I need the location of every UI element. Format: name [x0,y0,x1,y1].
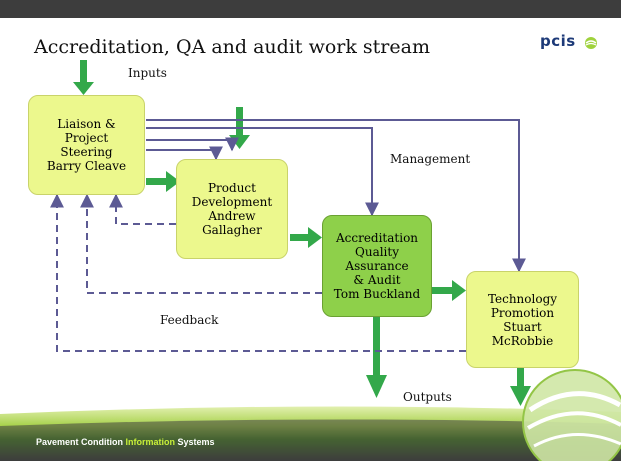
feedback-lines [50,193,466,352]
accreditation-qa-audit-box: Accreditation Quality Assurance & Audit … [322,215,432,317]
footer-band [0,406,621,461]
liaison-to-product-arrow [146,171,180,192]
product-development-box: Product Development Andrew Gallagher [176,159,288,259]
footer-highlight: Information [125,437,176,447]
feedback-label: Feedback [160,313,219,327]
pcis-logo-text: pcis [540,32,576,50]
liaison-steering-box: Liaison & Project Steering Barry Cleave [28,95,145,195]
management-lines [146,119,526,273]
accreditation-output-arrow [366,317,387,398]
management-label: Management [390,152,471,166]
inputs-label: Inputs [128,66,167,80]
slide-title: Accreditation, QA and audit work stream [34,36,430,58]
product-to-accreditation-arrow [290,227,322,248]
pcis-swirl-logo-icon [585,37,597,49]
footer-text: Pavement Condition Information Systems [36,437,215,447]
technology-output-arrow [510,368,531,406]
input-arrow [73,60,94,95]
outputs-label: Outputs [403,390,452,404]
top-bar [0,0,621,18]
technology-promotion-box: Technology Promotion Stuart McRobbie [466,271,579,368]
accreditation-to-technology-arrow [432,280,466,301]
